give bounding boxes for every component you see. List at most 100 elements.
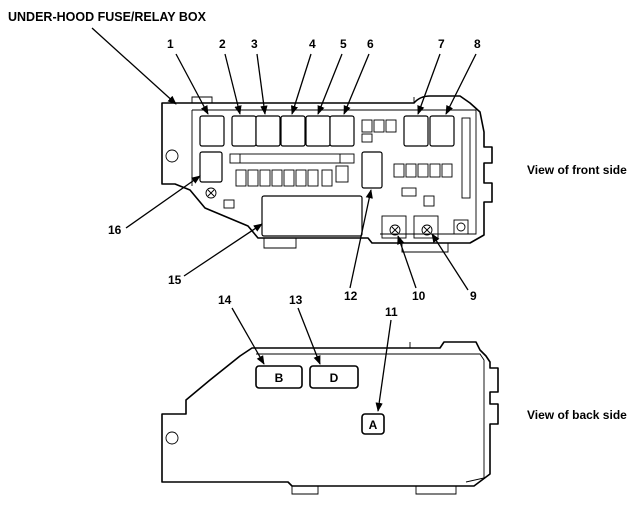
- callout-11: 11: [385, 305, 398, 319]
- back-bottom-lug-left: [291, 486, 319, 495]
- leader-7: [417, 53, 441, 115]
- callout-2: 2: [219, 37, 226, 51]
- relay-5: [305, 115, 331, 147]
- title-leader-line: [91, 27, 177, 105]
- leader-1: [175, 53, 209, 115]
- relay-3: [255, 115, 281, 147]
- small-connector: [453, 219, 469, 235]
- small-connector: [423, 195, 435, 207]
- relay-4: [280, 115, 306, 147]
- mini-fuse: [283, 169, 295, 187]
- mini-fuse: [335, 165, 349, 183]
- back-bottom-lug-right: [415, 486, 457, 495]
- leader-2: [224, 53, 242, 115]
- callout-16: 16: [108, 223, 122, 237]
- mini-fuse: [295, 169, 307, 187]
- front-box-outline: [161, 95, 493, 244]
- front-inner-border: [192, 109, 477, 235]
- relay-7: [403, 115, 429, 147]
- mini-fuse: [271, 169, 283, 187]
- callout-9: 9: [470, 289, 477, 303]
- callout-14: 14: [218, 293, 232, 307]
- leader-14: [231, 307, 265, 365]
- mini-fuse: [429, 163, 441, 178]
- bolt-mark-9: [423, 226, 431, 234]
- callout-12: 12: [344, 289, 358, 303]
- callout-15: 15: [168, 273, 182, 287]
- ground-terminal: [205, 187, 217, 199]
- front-mounting-hole: [165, 149, 179, 163]
- mini-fuse: [259, 169, 271, 187]
- mini-fuse: [235, 169, 247, 187]
- leader-8: [445, 53, 477, 115]
- back-view-fuse-box: B D A: [161, 341, 499, 495]
- callout-7: 7: [438, 37, 445, 51]
- callout-1: 1: [167, 37, 174, 51]
- mini-fuse: [361, 133, 373, 143]
- connector-a-box: [361, 413, 385, 435]
- leader-6: [343, 53, 370, 115]
- mini-fuse: [405, 163, 417, 178]
- connector-a-label: A: [369, 418, 378, 432]
- fuse-block-15: [261, 195, 363, 237]
- back-inner-border: [256, 353, 485, 483]
- small-connector: [223, 199, 235, 209]
- leader-15: [183, 223, 263, 277]
- mini-fuse: [385, 119, 397, 133]
- callout-6: 6: [367, 37, 374, 51]
- connector-d-label: D: [330, 371, 339, 385]
- leader-9: [431, 233, 469, 291]
- front-bottom-lug-left: [263, 238, 297, 249]
- front-top-lug: [191, 96, 213, 103]
- mini-fuse: [417, 163, 429, 178]
- relay-6: [329, 115, 355, 147]
- relay-16: [199, 151, 223, 183]
- mini-fuse: [361, 119, 373, 133]
- bolt-mark-10: [391, 226, 399, 234]
- leader-13: [297, 307, 321, 365]
- leader-12: [349, 189, 373, 289]
- bolt-terminal-10: [389, 224, 401, 236]
- fuse-strip: [229, 153, 355, 164]
- leader-11: [375, 319, 392, 412]
- connector-d-box: [309, 365, 359, 389]
- small-connector: [401, 187, 417, 197]
- diagram-title: UNDER-HOOD FUSE/RELAY BOX: [8, 10, 207, 24]
- callout-5: 5: [340, 37, 347, 51]
- small-connector-hole: [456, 222, 466, 232]
- mini-fuse: [441, 163, 453, 178]
- view-front-label: View of front side: [527, 163, 627, 177]
- terminal-housing-10: [381, 215, 407, 239]
- back-box-outline: [161, 341, 499, 487]
- relay-12: [361, 151, 383, 189]
- front-view-fuse-box: [161, 95, 493, 253]
- back-leader-lines: [231, 307, 392, 412]
- callout-3: 3: [251, 37, 258, 51]
- mini-fuse: [393, 163, 405, 178]
- leader-5: [317, 53, 343, 115]
- callout-4: 4: [309, 37, 316, 51]
- relay-8: [429, 115, 455, 147]
- mini-fuse: [321, 169, 333, 187]
- mini-fuse: [307, 169, 319, 187]
- leader-3: [256, 53, 268, 115]
- relay-1: [199, 115, 225, 147]
- connector-b-label: B: [275, 371, 284, 385]
- leader-4: [291, 53, 312, 115]
- callout-8: 8: [474, 37, 481, 51]
- leader-10: [397, 235, 417, 289]
- bolt-terminal-9: [421, 224, 433, 236]
- callout-13: 13: [289, 293, 303, 307]
- relay-2: [231, 115, 257, 147]
- terminal-housing-9: [413, 215, 439, 239]
- terminal-mark: [207, 189, 215, 197]
- mini-fuse: [247, 169, 259, 187]
- view-back-label: View of back side: [527, 408, 627, 422]
- callout-10: 10: [412, 289, 426, 303]
- mini-fuse: [373, 119, 385, 133]
- leader-16: [125, 175, 201, 229]
- right-vertical-strip: [461, 117, 471, 199]
- connector-b-box: [255, 365, 303, 389]
- back-mounting-hole: [165, 431, 179, 445]
